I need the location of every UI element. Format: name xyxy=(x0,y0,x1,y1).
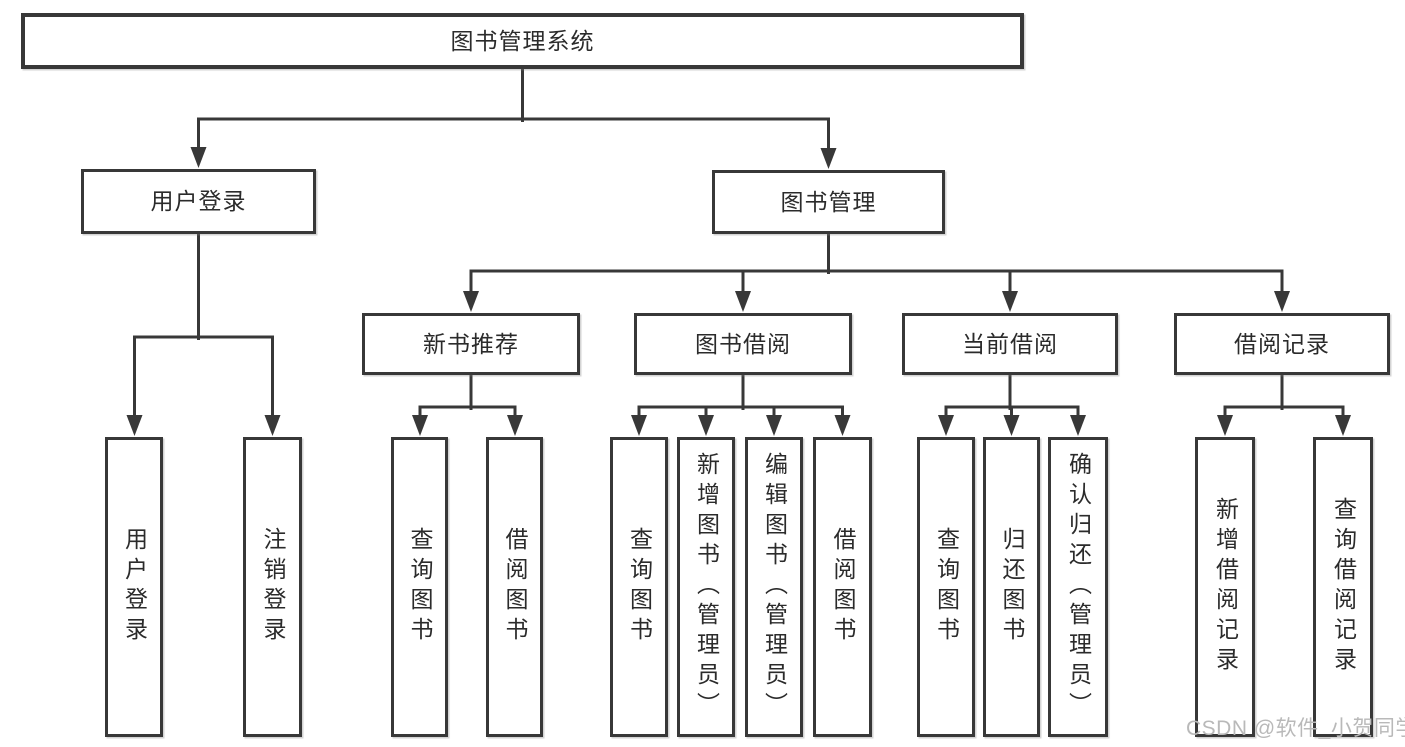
connector-root-to-level2 xyxy=(190,66,837,169)
leaf-query-books: 查询图书 xyxy=(391,437,448,737)
node-user-login-branch: 用户登录 xyxy=(81,169,316,234)
leaf-logout-login: 注销登录 xyxy=(243,437,302,737)
connector-borrow-records-to-leaves xyxy=(1217,373,1351,436)
leaf-borrow-books: 借阅图书 xyxy=(813,437,872,737)
leaf-edit-books-admin: 编辑图书（管理员） xyxy=(745,437,803,737)
node-current-borrowing: 当前借阅 xyxy=(902,313,1118,375)
csdn-watermark: CSDN @软件_小贺同学 xyxy=(1186,717,1405,740)
connector-book-borrow-to-leaves xyxy=(631,373,851,436)
leaf-return-books: 归还图书 xyxy=(983,437,1040,737)
leaf-user-login: 用户登录 xyxy=(105,437,163,737)
connector-user-login-to-leaves xyxy=(126,231,281,436)
connector-new-book-to-leaves xyxy=(412,373,523,436)
leaf-add-books-admin: 新增图书（管理员） xyxy=(677,437,735,737)
leaf-add-borrow-record: 新增借阅记录 xyxy=(1195,437,1255,737)
node-book-borrowing: 图书借阅 xyxy=(634,313,852,375)
leaf-query-books: 查询图书 xyxy=(610,437,668,737)
node-new-book-recommend: 新书推荐 xyxy=(362,313,580,375)
leaf-confirm-return-admin: 确认归还（管理员） xyxy=(1048,437,1108,737)
node-book-management-branch: 图书管理 xyxy=(712,170,945,234)
node-library-management-system: 图书管理系统 xyxy=(21,13,1024,69)
node-borrowing-records: 借阅记录 xyxy=(1174,313,1390,375)
connector-current-borrow-to-leaves xyxy=(938,373,1086,436)
connector-book-mgmt-to-level3 xyxy=(463,231,1290,312)
leaf-borrow-books: 借阅图书 xyxy=(486,437,543,737)
leaf-query-borrow-record: 查询借阅记录 xyxy=(1313,437,1373,737)
leaf-query-books: 查询图书 xyxy=(917,437,975,737)
